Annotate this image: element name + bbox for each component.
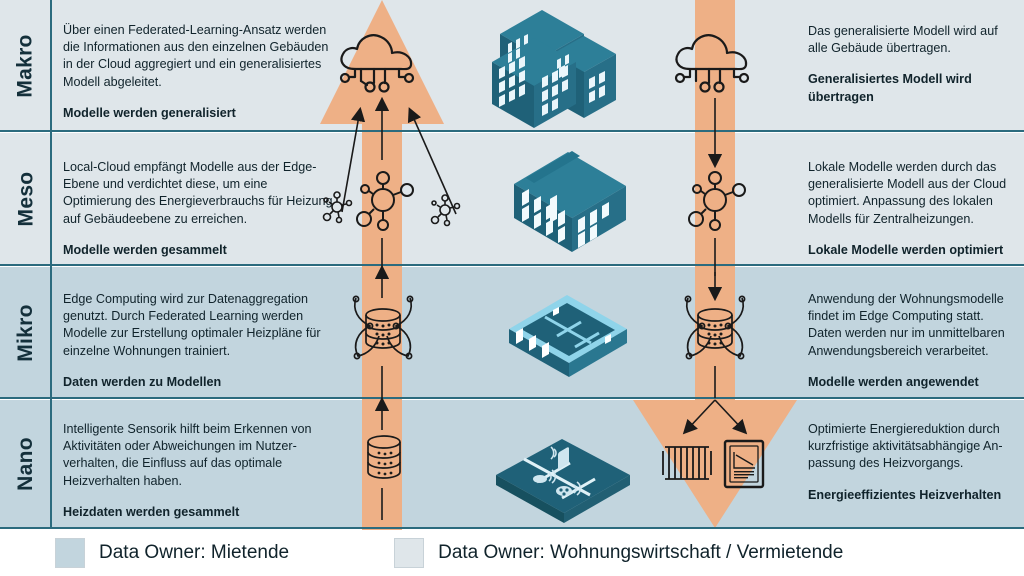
mikro-right-body: Anwendung der Wohnungsmodelle findet im … — [808, 292, 1005, 358]
downward-distribution-arrow-head — [633, 400, 797, 528]
meso-right-text: Lokale Modelle werden durch das generali… — [808, 159, 1013, 259]
nano-left-fill — [0, 400, 1024, 528]
legend: Data Owner: Mietende Data Owner: Wohnung… — [0, 530, 1024, 576]
legend-swatch-mietende — [55, 538, 85, 568]
row-band-nano — [0, 400, 1024, 528]
makro-right-body: Das generalisierte Modell wird auf alle … — [808, 24, 998, 56]
nano-left-bold: Heizdaten werden gesammelt — [63, 504, 240, 519]
cloud-icon-left — [339, 34, 415, 93]
network-node-icon-small-a — [322, 191, 353, 224]
mikro-left-body: Edge Computing wird zur Datenaggregation… — [63, 292, 321, 358]
city-buildings-icon — [492, 10, 616, 128]
apartment-building-icon — [514, 151, 626, 252]
mikro-left-bold: Daten werden zu Modellen — [63, 374, 222, 389]
database-edge-icon-right — [684, 295, 746, 360]
network-node-icon-left — [356, 171, 414, 231]
nano-left-text: Intelligente Sensorik hilft beim Erkenne… — [63, 421, 333, 521]
nano-right-bold: Energieeffizientes Heizverhalten — [808, 487, 1002, 502]
row-divider-meso-mikro — [0, 264, 1024, 266]
mikro-right-bold: Modelle werden angewendet — [808, 374, 979, 389]
radiator-icon — [662, 446, 712, 480]
makro-left-body: Über einen Federated-Learning-Ansatz wer… — [63, 23, 329, 89]
row-divider-makro-meso — [0, 130, 1024, 132]
legend-swatch-wohnungswirtschaft — [394, 538, 425, 568]
row-band-meso — [0, 133, 1024, 265]
nano-right-text: Optimierte Energiereduktion durch kurzfr… — [808, 421, 1013, 504]
meso-right-bold: Lokale Modelle werden optimiert — [808, 242, 1004, 257]
meso-left-text: Local-Cloud empfängt Modelle aus der Edg… — [63, 159, 333, 259]
legend-item-wohnungswirtschaft: Data Owner: Wohnungswirtschaft / Vermiet… — [394, 538, 843, 568]
makro-right-text: Das generalisierte Modell wird auf alle … — [808, 23, 1013, 106]
nano-right-body: Optimierte Energiereduktion durch kurzfr… — [808, 422, 1003, 471]
mikro-left-text: Edge Computing wird zur Datenaggregation… — [63, 291, 333, 391]
meso-right-body: Lokale Modelle werden durch das generali… — [808, 160, 1007, 226]
meso-left-body: Local-Cloud empfängt Modelle aus der Edg… — [63, 160, 333, 226]
meso-left-bold: Modelle werden gesammelt — [63, 242, 227, 257]
label-column-divider — [50, 0, 52, 528]
mikro-right-text: Anwendung der Wohnungsmodelle findet im … — [808, 291, 1013, 391]
thermostat-display-icon — [723, 439, 765, 489]
meso-left-fill — [0, 133, 1024, 265]
cloud-icon-right — [674, 34, 750, 93]
makro-right-bold: Generalisiertes Modell wird übertragen — [808, 72, 972, 104]
database-edge-icon-left — [352, 295, 414, 360]
smart-home-sensors-icon — [496, 439, 630, 523]
network-node-icon-small-b — [430, 194, 461, 227]
legend-item-mietende: Data Owner: Mietende — [55, 538, 289, 568]
makro-left-text: Über einen Federated-Learning-Ansatz wer… — [63, 22, 333, 122]
makro-left-bold: Modelle werden generalisiert — [63, 105, 236, 120]
network-node-icon-right — [688, 171, 746, 231]
legend-label-wohnungswirtschaft: Data Owner: Wohnungswirtschaft / Vermiet… — [438, 542, 844, 563]
diagram-bottom-border — [0, 527, 1024, 529]
nano-left-body: Intelligente Sensorik hilft beim Erkenne… — [63, 422, 312, 488]
upward-aggregation-arrow-head — [320, 0, 444, 124]
row-divider-mikro-nano — [0, 397, 1024, 399]
legend-label-mietende: Data Owner: Mietende — [99, 542, 290, 563]
apartment-floorplan-icon — [509, 295, 627, 377]
database-icon — [367, 435, 401, 479]
